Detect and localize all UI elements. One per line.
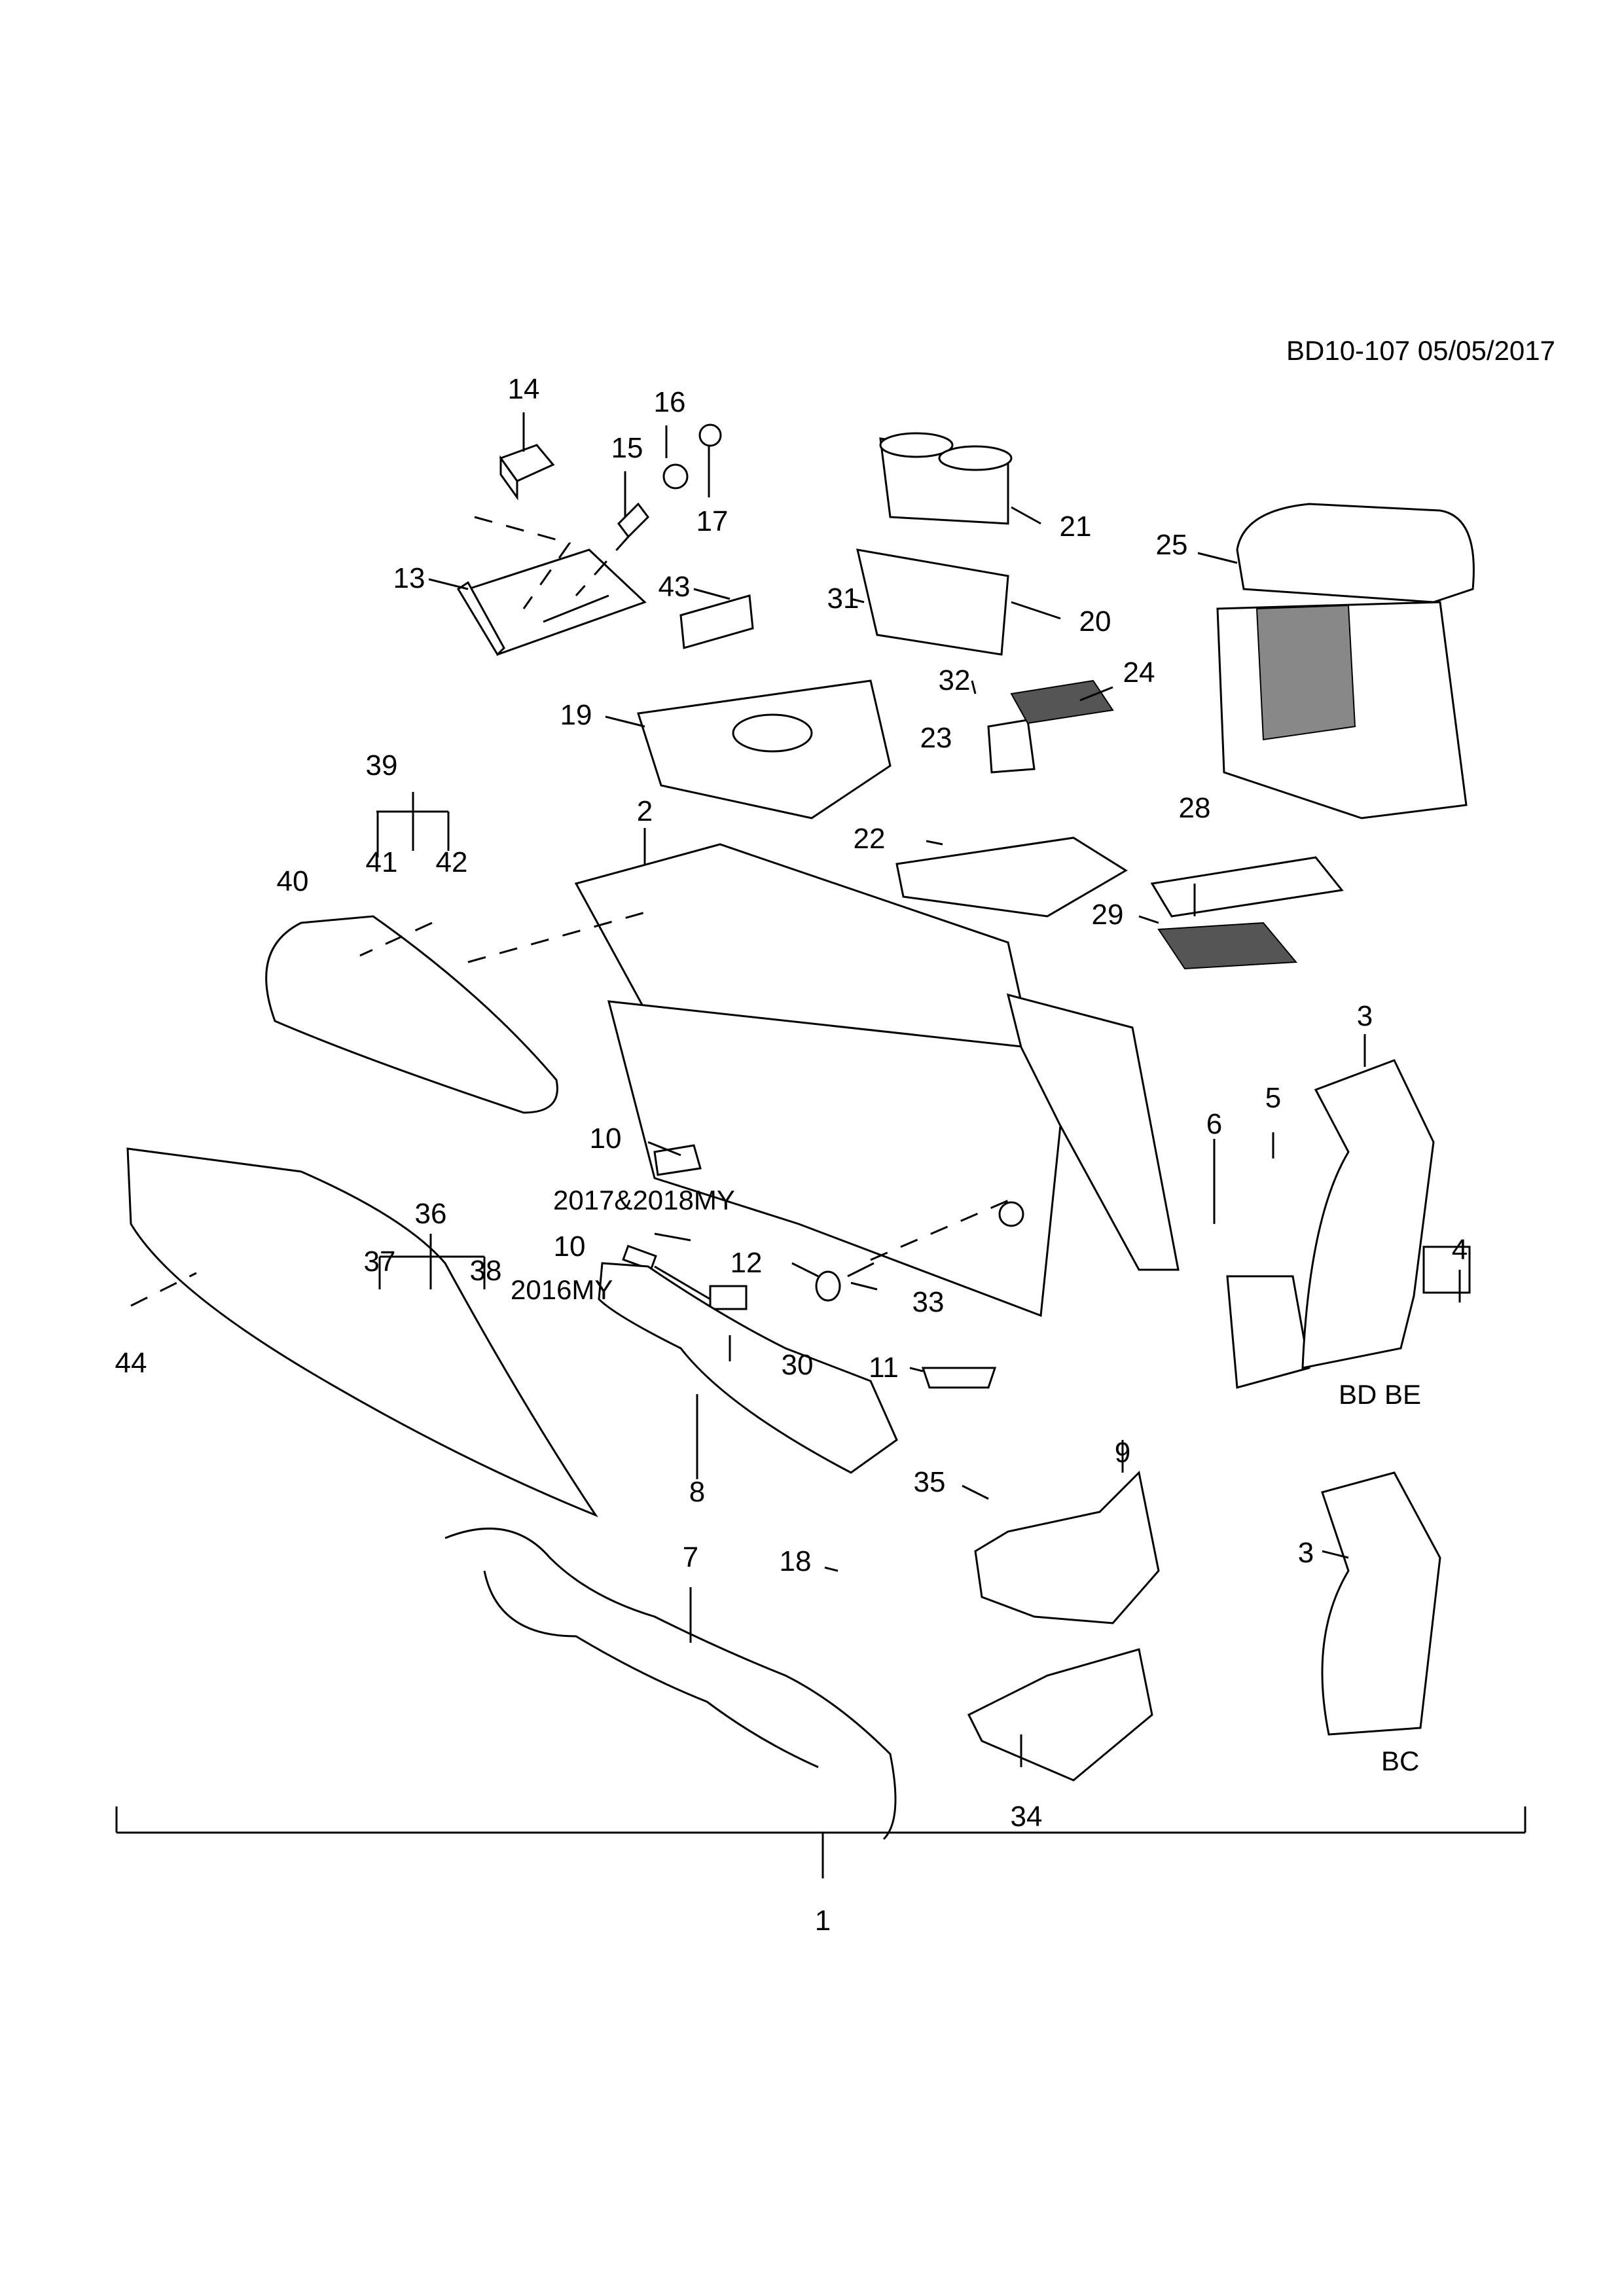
callout-41: 41 [365,846,398,878]
callout-3b: 3 [1297,1537,1314,1569]
callout-31: 31 [827,583,859,615]
callout-13: 13 [393,562,425,594]
callout-30: 30 [781,1349,814,1381]
callout-9: 9 [1114,1437,1131,1469]
part-24-mat [1010,679,1114,725]
part-14-connector [499,444,555,501]
callout-29: 29 [1091,899,1124,931]
note-2016-my: 2016MY [511,1274,613,1305]
callout-7: 7 [682,1541,699,1573]
callout-12: 12 [730,1247,763,1279]
part-10-module-2016 [622,1244,748,1310]
part-28-bracket [1150,856,1344,918]
callout-43: 43 [658,571,691,603]
callout-3a: 3 [1356,1000,1373,1032]
callout-10b: 10 [553,1230,586,1263]
callout-22: 22 [853,823,886,855]
part-3-rear-panel-bc [1321,1471,1441,1736]
drawing-id: BD10-107 05/05/2017 [1286,335,1555,366]
part-40-cover [265,915,558,1114]
callout-2: 2 [636,795,653,827]
callout-39: 39 [365,749,398,781]
callout-38: 38 [469,1255,502,1287]
part-11-clip [921,1367,997,1389]
callout-40: 40 [276,865,309,897]
callout-11: 11 [869,1352,899,1384]
callout-20: 20 [1079,605,1111,637]
callout-21: 21 [1059,511,1092,543]
callout-5: 5 [1265,1082,1282,1114]
callout-17: 17 [696,505,729,537]
callout-42: 42 [435,846,468,878]
variant-label-bd-be: BD BE [1339,1379,1422,1410]
callout-33: 33 [912,1286,945,1318]
leader-lines [115,412,1526,1878]
callout-28: 28 [1178,792,1211,824]
callout-18: 18 [779,1545,812,1577]
callout-10a: 10 [589,1122,622,1155]
part-20-cupholder [856,548,1009,656]
part-13-storage-tray [456,548,647,656]
part-5-vent [1226,1275,1310,1389]
callout-1: 1 [814,1905,831,1937]
part-8-air-duct [598,1262,898,1474]
callout-35: 35 [913,1466,946,1498]
part-16-bezel [662,463,689,490]
part-23-switch [987,719,1036,774]
part-10-module-2017 [653,1144,702,1176]
callout-16: 16 [653,386,686,418]
part-9-duct-outlet [974,1470,1160,1624]
note-2017-2018-my: 2017&2018MY [553,1185,735,1215]
callout-37: 37 [363,1246,396,1278]
part-22-bezel [895,836,1128,918]
callout-6: 6 [1206,1108,1223,1140]
callout-25: 25 [1155,529,1188,561]
console-body [607,993,1180,1318]
callout-34: 34 [1010,1801,1043,1833]
callout-32: 32 [938,664,971,696]
part-4-usb-port [1422,1246,1471,1294]
callout-19: 19 [560,699,592,731]
callout-23: 23 [920,722,952,754]
part-25-armrest [1216,503,1475,819]
part-3-rear-panel-bd-be [1301,1059,1435,1369]
part-34-bracket [967,1648,1153,1782]
part-43-switch [679,594,754,649]
part-15-socket [617,502,649,539]
part-21-cupholder-insert [879,432,1013,525]
callout-36: 36 [414,1198,447,1230]
callout-24: 24 [1123,656,1155,689]
callout-8: 8 [689,1476,706,1508]
part-29-mat [1157,922,1298,970]
part-33-fastener [847,1262,875,1278]
callout-15: 15 [611,432,643,464]
part-12-plug [815,1270,841,1302]
callout-14: 14 [507,373,540,405]
part-7-wiring-harness [444,1527,897,1840]
part-17-cap [698,423,722,447]
callout-4: 4 [1451,1234,1468,1266]
part-19-trim-plate [637,679,892,819]
variant-label-bc: BC [1381,1746,1420,1776]
part-36-side-trim [126,1147,598,1518]
callout-44: 44 [115,1347,147,1379]
